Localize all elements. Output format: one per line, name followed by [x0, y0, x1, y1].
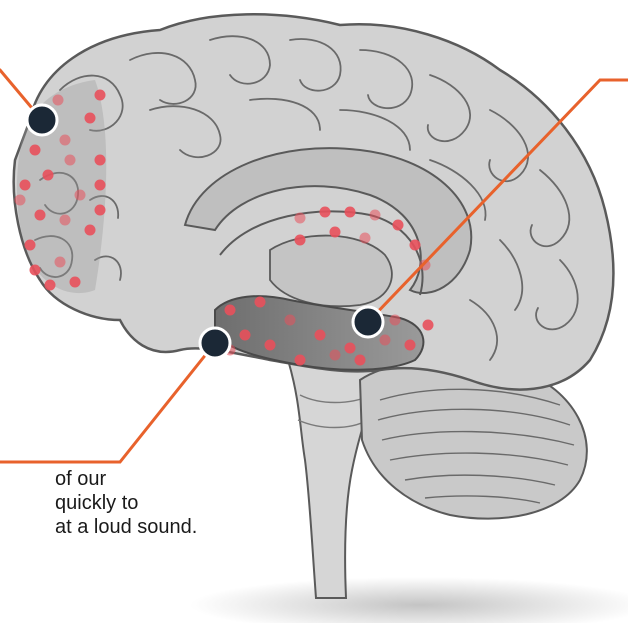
- activity-dot: [390, 315, 401, 326]
- activity-dot: [85, 225, 96, 236]
- activity-dot: [360, 233, 371, 244]
- caption-line-1: of our: [0, 467, 340, 491]
- activity-dot: [405, 340, 416, 351]
- activity-dot: [55, 257, 66, 268]
- activity-dot: [53, 95, 64, 106]
- activity-dot: [95, 180, 106, 191]
- activity-dot: [423, 320, 434, 331]
- activity-dot: [45, 280, 56, 291]
- activity-dot: [20, 180, 31, 191]
- activity-dot: [285, 315, 296, 326]
- activity-dot: [43, 170, 54, 181]
- activity-dot: [65, 155, 76, 166]
- activity-dot: [330, 227, 341, 238]
- activity-dot: [320, 207, 331, 218]
- activity-dot: [30, 265, 41, 276]
- activity-dot: [295, 355, 306, 366]
- caption-line-2: quickly to: [0, 491, 340, 515]
- activity-dot: [95, 155, 106, 166]
- activity-dot: [95, 205, 106, 216]
- activity-dot: [95, 90, 106, 101]
- marker-dot-amygdala[interactable]: [200, 328, 230, 358]
- activity-dot: [225, 305, 236, 316]
- activity-dot: [265, 340, 276, 351]
- activity-dot: [295, 235, 306, 246]
- callout-line-amygdala: [0, 343, 215, 462]
- ground-shadow: [190, 577, 628, 623]
- activity-dot: [355, 355, 366, 366]
- activity-dot: [255, 297, 266, 308]
- caption-text: of our quickly to at a loud sound.: [0, 467, 340, 539]
- activity-dot: [85, 113, 96, 124]
- marker-dot-prefrontal[interactable]: [27, 105, 57, 135]
- thalamus: [270, 236, 392, 307]
- activity-dot: [315, 330, 326, 341]
- activity-dot: [380, 335, 391, 346]
- activity-dot: [60, 215, 71, 226]
- activity-dot: [30, 145, 41, 156]
- activity-dot: [60, 135, 71, 146]
- activity-dot: [35, 210, 46, 221]
- activity-dot: [345, 343, 356, 354]
- marker-dot-hippocampus[interactable]: [353, 307, 383, 337]
- caption-line-3: at a loud sound.: [0, 515, 340, 539]
- activity-dot: [70, 277, 81, 288]
- activity-dot: [393, 220, 404, 231]
- activity-dot: [75, 190, 86, 201]
- activity-dot: [370, 210, 381, 221]
- activity-dot: [295, 213, 306, 224]
- activity-dot: [25, 240, 36, 251]
- activity-dot: [330, 350, 341, 361]
- activity-dot: [240, 330, 251, 341]
- activity-dot: [15, 195, 26, 206]
- activity-dot: [410, 240, 421, 251]
- activity-dot: [345, 207, 356, 218]
